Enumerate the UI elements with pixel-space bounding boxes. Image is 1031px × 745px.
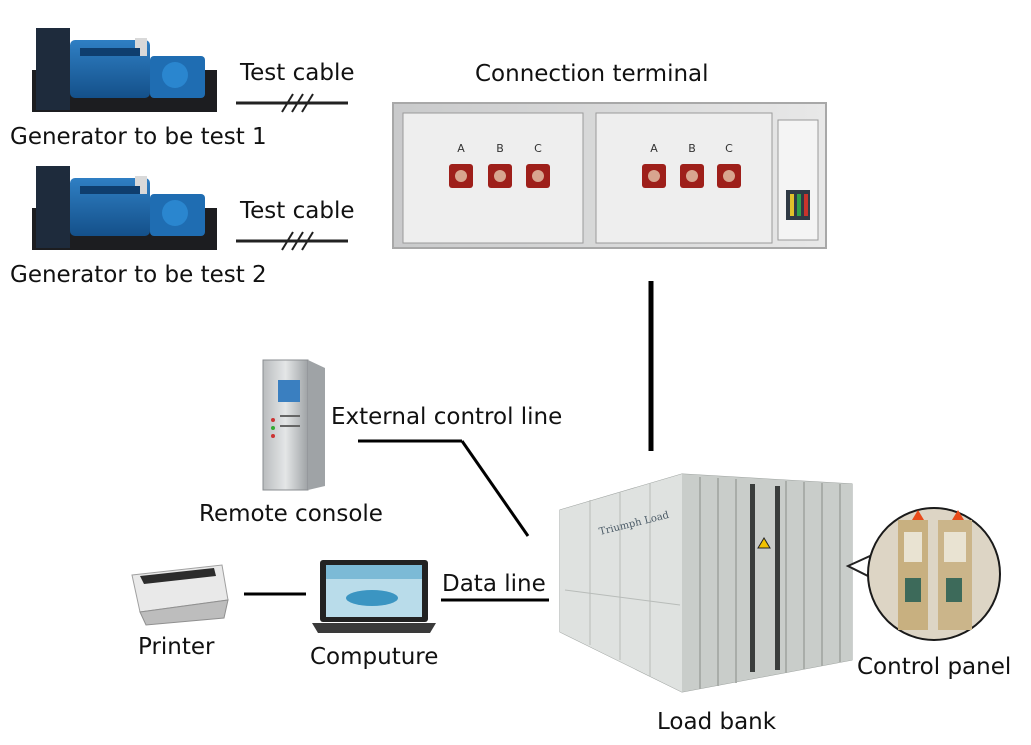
test-cable-1-label: Test cable [240,60,355,86]
test-cable-1 [236,93,348,113]
control-panel-label: Control panel [857,654,1012,680]
phase-label-b2: B [688,142,696,155]
load-bank-label: Load bank [657,709,777,735]
generator-1-image [32,28,217,112]
remote-console-image [262,359,325,491]
computer-image [312,560,436,633]
generator-1-label: Generator to be test 1 [10,124,267,150]
generator-2-label: Generator to be test 2 [10,262,267,288]
test-cable-2-label: Test cable [240,198,355,224]
generator-2-image [32,166,217,250]
data-line-label: Data line [442,571,546,597]
remote-console-label: Remote console [199,501,383,527]
connection-terminal-image: A B C A B C [392,102,827,249]
external-control-line [358,439,530,537]
external-control-line-label: External control line [331,404,563,430]
phase-label-a2: A [650,142,658,155]
connection-terminal-label: Connection terminal [475,61,709,87]
printer-label: Printer [138,634,215,660]
phase-label-c1: C [534,142,542,155]
phase-label-c2: C [725,142,733,155]
phase-label-a1: A [457,142,465,155]
printer-image [131,564,229,626]
load-bank-image: Triumph Load [559,473,853,693]
phase-label-b1: B [496,142,504,155]
computer-label: Computure [310,644,439,670]
test-cable-2 [236,231,348,251]
control-panel-callout [845,507,1001,641]
